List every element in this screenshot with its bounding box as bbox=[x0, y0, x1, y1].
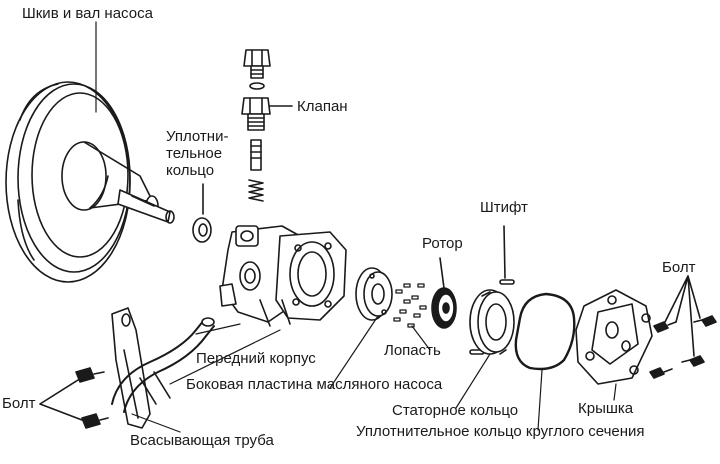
label-vane: Лопасть bbox=[384, 342, 441, 359]
leader-lines bbox=[95, 21, 617, 433]
label-rotor: Ротор bbox=[422, 235, 463, 252]
label-bolt-left: Болт bbox=[2, 395, 36, 412]
label-pulley-shaft: Шкив и вал насоса bbox=[22, 5, 153, 22]
o-ring bbox=[514, 292, 576, 371]
label-seal-ring: Уплотни- тельное кольцо bbox=[166, 128, 256, 179]
label-o-ring: Уплотнительное кольцо круглого сечения bbox=[356, 423, 645, 440]
side-plate bbox=[355, 267, 393, 321]
label-suction-pipe: Всасывающая труба bbox=[130, 432, 274, 449]
label-side-plate: Боковая пластина масляного насоса bbox=[186, 376, 443, 393]
label-front-housing: Передний корпус bbox=[196, 350, 316, 367]
rotor bbox=[431, 257, 457, 329]
label-seal-ring-line-3: кольцо bbox=[166, 162, 215, 179]
front-housing bbox=[219, 225, 347, 327]
suction-pipe bbox=[111, 317, 215, 413]
label-cover: Крышка bbox=[578, 400, 634, 417]
left-bolts bbox=[39, 367, 109, 429]
valve-assembly bbox=[241, 49, 293, 202]
label-valve: Клапан bbox=[297, 98, 348, 115]
vanes bbox=[393, 283, 427, 328]
bracket bbox=[111, 307, 151, 429]
seal-ring bbox=[192, 183, 212, 243]
stator-ring bbox=[469, 289, 515, 355]
label-seal-ring-line-2: тельное bbox=[166, 145, 223, 162]
cover bbox=[575, 289, 653, 385]
label-stator-ring: Статорное кольцо bbox=[392, 402, 519, 419]
label-seal-ring-line-1: Уплотни- bbox=[166, 128, 229, 145]
label-bolt-right: Болт bbox=[662, 259, 696, 276]
label-pin: Штифт bbox=[480, 199, 528, 216]
pulley-and-shaft bbox=[5, 81, 175, 283]
right-bolts bbox=[649, 275, 717, 379]
